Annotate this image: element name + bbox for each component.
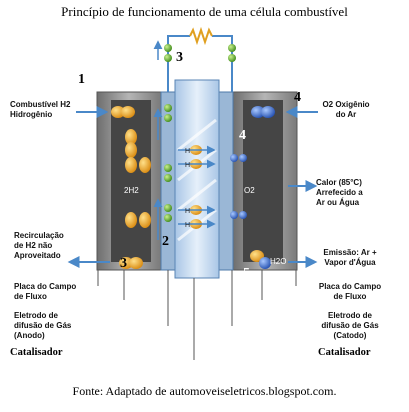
figure-title: Princípio de funcionamento de uma célula… <box>61 4 348 19</box>
water-molecules <box>250 250 271 269</box>
electrons-anode <box>164 104 172 222</box>
figure-caption: Fonte: Adaptado de automoveiseletricos.b… <box>72 384 337 398</box>
marker-4-inner: 4 <box>239 128 246 143</box>
label-catalyst-left: Catalisador <box>10 347 63 358</box>
anode-channel <box>111 100 151 262</box>
external-circuit-wire <box>167 35 233 92</box>
electron-pairs-top <box>164 44 236 62</box>
marker-4-outer: 4 <box>294 90 301 105</box>
proton-label-4: H <box>185 222 190 229</box>
proton-arrows <box>178 145 216 229</box>
proton-label-3: H <box>185 208 190 215</box>
marker-5: 5 <box>243 266 250 281</box>
label-emission: Emissão: Ar +Vapor d'Água <box>323 248 377 267</box>
marker-3-top: 3 <box>176 50 183 65</box>
hydrogen-molecules <box>111 106 151 269</box>
oxygen-molecules <box>230 106 275 219</box>
cathode-channel <box>243 100 283 262</box>
cathode-gas-label: O2 <box>244 186 255 195</box>
water-label: H2O <box>270 257 286 266</box>
marker-2: 2 <box>162 234 169 249</box>
proton-label-2: H <box>185 162 190 169</box>
marker-3-bottom: 3 <box>120 256 127 271</box>
electrolyte-membrane <box>174 79 220 279</box>
label-catalyst-right: Catalisador <box>318 347 371 358</box>
proton-label-1: H <box>185 148 190 155</box>
cathode-electrode <box>218 91 234 271</box>
anode-gas-label: 2H2 <box>124 186 139 195</box>
leader-lines <box>97 270 297 360</box>
load-resistor-icon <box>189 26 213 46</box>
marker-1: 1 <box>78 72 85 87</box>
